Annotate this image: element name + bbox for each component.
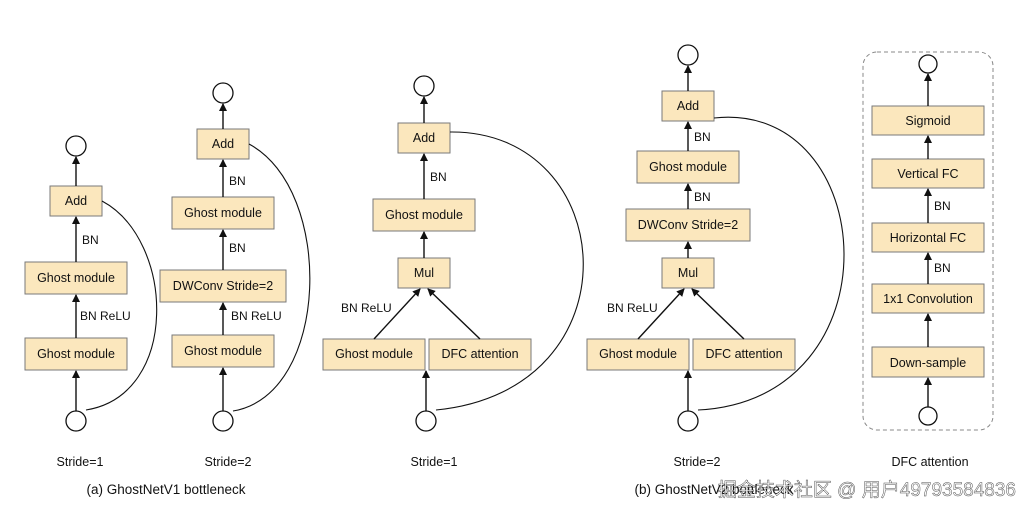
caption-stride: Stride=2 <box>205 455 252 469</box>
diagram-v1-stride2: Add Ghost module DWConv Stride=2 Ghost m… <box>159 82 311 469</box>
diagram-dfc-attention: Sigmoid Vertical FC Horizontal FC 1x1 Co… <box>862 51 994 469</box>
bn-label: BN <box>430 170 447 184</box>
add-box: Add <box>397 122 451 154</box>
horizontal-fc-box: Horizontal FC <box>871 222 985 253</box>
vertical-fc-box: Vertical FC <box>871 158 985 189</box>
bn-relu-label: BN ReLU <box>607 301 658 315</box>
sigmoid-box: Sigmoid <box>871 105 985 136</box>
bn-label: BN <box>229 174 246 188</box>
dwconv-box: DWConv Stride=2 <box>159 269 287 303</box>
bn-relu-label: BN ReLU <box>341 301 392 315</box>
skip-connection <box>435 131 584 411</box>
add-box: Add <box>196 128 250 160</box>
bn-label: BN <box>934 199 951 213</box>
output-node <box>413 75 435 97</box>
add-label: Add <box>212 137 234 151</box>
bn-label: BN <box>229 241 246 255</box>
input-node <box>212 410 234 432</box>
edge-arrow <box>373 288 421 340</box>
input-node <box>65 410 87 432</box>
ghost-module-label: Ghost module <box>335 347 413 361</box>
watermark-text: 掘金技术社区 @ 用户49793584836 <box>718 479 1016 501</box>
ghost-module-box-top: Ghost module <box>24 261 128 295</box>
bn-relu-label: BN ReLU <box>231 309 282 323</box>
ghost-module-label: Ghost module <box>385 208 463 222</box>
ghost-module-box-bottom: Ghost module <box>322 338 426 371</box>
mul-box: Mul <box>397 257 451 289</box>
downsample-box: Down-sample <box>871 346 985 378</box>
dfc-attention-box: DFC attention <box>692 338 796 371</box>
output-node <box>677 44 699 66</box>
ghost-module-box-top: Ghost module <box>372 198 476 232</box>
mul-box: Mul <box>661 257 715 289</box>
ghost-module-box-top: Ghost module <box>636 150 740 184</box>
dfc-attention-box: DFC attention <box>428 338 532 371</box>
ghost-module-label: Ghost module <box>599 347 677 361</box>
diagram-v1-stride1: Add Ghost module Ghost module BN BN ReLU… <box>24 135 158 469</box>
skip-connection <box>85 200 158 411</box>
ghost-module-label: Ghost module <box>649 160 727 174</box>
diagram-v2-stride2: Add Ghost module DWConv Stride=2 Mul Gho… <box>586 44 845 469</box>
bn-relu-label: BN ReLU <box>80 309 131 323</box>
sigmoid-label: Sigmoid <box>905 114 950 128</box>
edge-arrow <box>427 288 481 340</box>
caption-stride: Stride=1 <box>57 455 104 469</box>
ghost-module-label: Ghost module <box>37 271 115 285</box>
ghost-module-box-top: Ghost module <box>171 196 275 230</box>
ghost-module-box-bottom: Ghost module <box>171 334 275 368</box>
output-node <box>212 82 234 104</box>
mul-label: Mul <box>414 266 434 280</box>
add-label: Add <box>677 99 699 113</box>
skip-connection <box>232 143 311 412</box>
ghost-module-box-bottom: Ghost module <box>586 338 690 371</box>
dwconv-label: DWConv Stride=2 <box>638 218 738 232</box>
dfc-attention-label: DFC attention <box>441 347 518 361</box>
conv1x1-box: 1x1 Convolution <box>871 283 985 314</box>
bn-label: BN <box>934 261 951 275</box>
mul-label: Mul <box>678 266 698 280</box>
ghost-module-label: Ghost module <box>184 206 262 220</box>
figure-title-v2: (b) GhostNetV2 bottleneck <box>634 482 793 497</box>
edge-arrow <box>691 288 745 340</box>
vertical-fc-label: Vertical FC <box>897 167 958 181</box>
output-node <box>918 54 938 74</box>
output-node <box>65 135 87 157</box>
dfc-dashed-frame <box>862 51 994 431</box>
ghost-module-label: Ghost module <box>37 347 115 361</box>
input-node <box>677 410 699 432</box>
add-label: Add <box>65 194 87 208</box>
add-box: Add <box>49 185 103 217</box>
skip-connection <box>697 116 845 411</box>
caption-stride: Stride=1 <box>411 455 458 469</box>
caption-dfc: DFC attention <box>891 455 968 469</box>
bn-label: BN <box>694 190 711 204</box>
conv1x1-label: 1x1 Convolution <box>883 292 973 306</box>
input-node <box>415 410 437 432</box>
downsample-label: Down-sample <box>890 356 966 370</box>
figure-title-v1: (a) GhostNetV1 bottleneck <box>86 482 245 497</box>
bn-label: BN <box>694 130 711 144</box>
diagram-v2-stride1: Add Ghost module Mul Ghost module DFC at… <box>322 75 584 469</box>
dwconv-box: DWConv Stride=2 <box>625 208 751 242</box>
horizontal-fc-label: Horizontal FC <box>890 231 966 245</box>
bn-label: BN <box>82 233 99 247</box>
add-box: Add <box>661 90 715 122</box>
caption-stride: Stride=2 <box>674 455 721 469</box>
input-node <box>918 406 938 426</box>
ghost-module-box-bottom: Ghost module <box>24 337 128 371</box>
dfc-attention-label: DFC attention <box>705 347 782 361</box>
dwconv-label: DWConv Stride=2 <box>173 279 273 293</box>
ghost-module-label: Ghost module <box>184 344 262 358</box>
edge-arrow <box>637 288 685 340</box>
add-label: Add <box>413 131 435 145</box>
